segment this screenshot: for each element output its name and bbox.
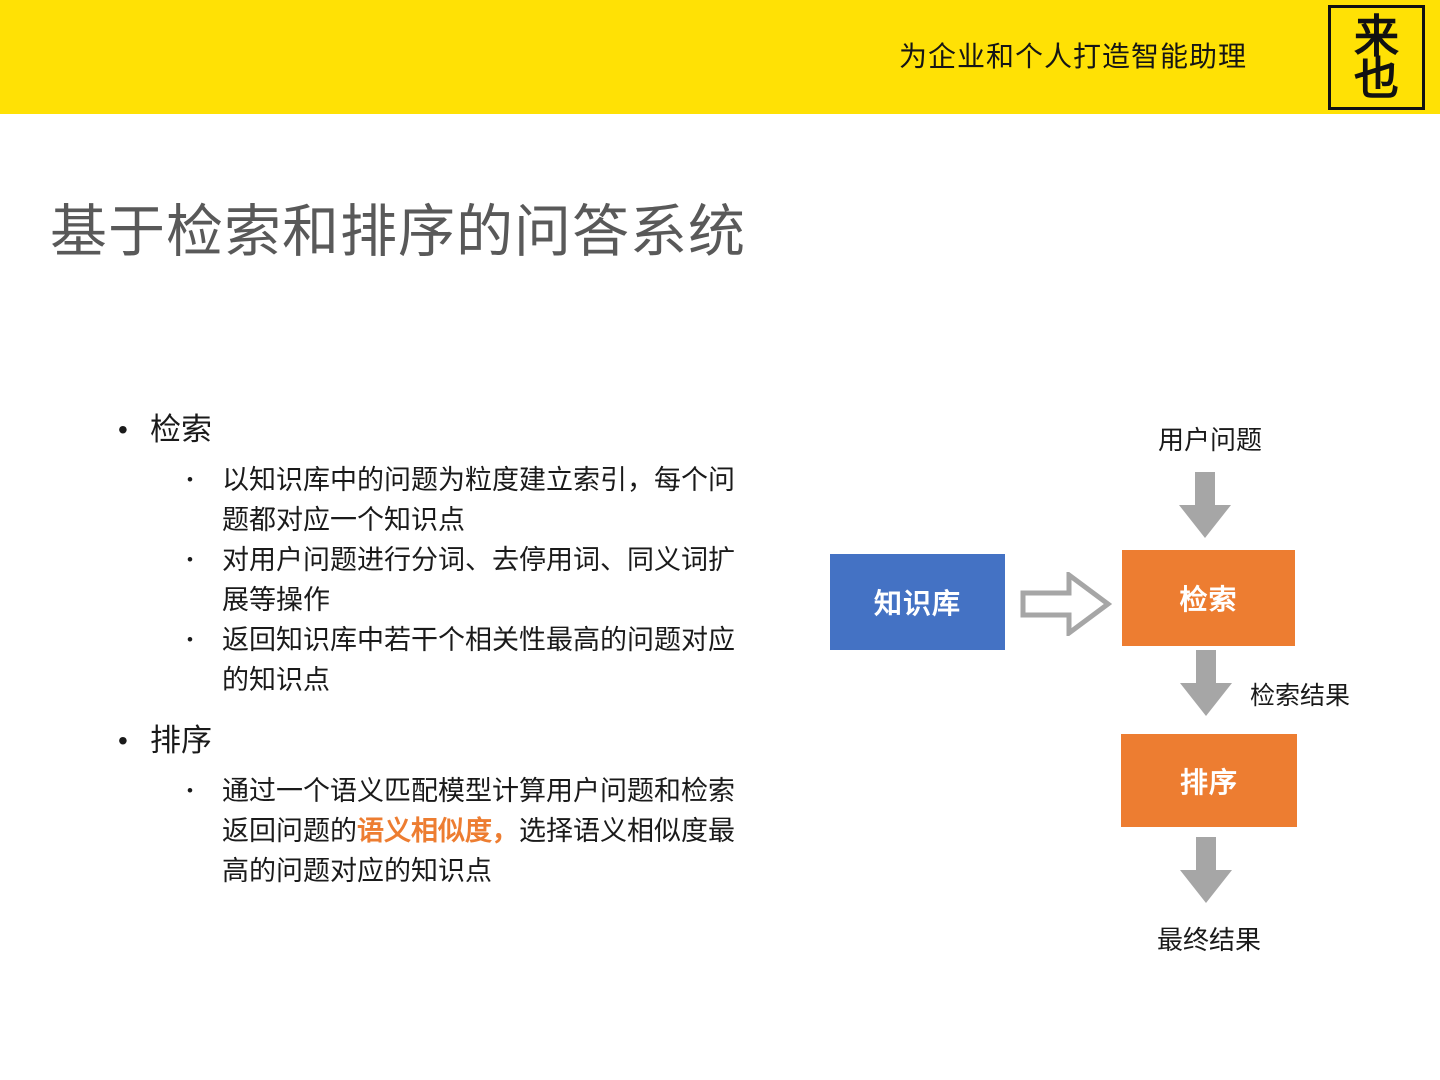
list-item: • 以知识库中的问题为粒度建立索引，每个问题都对应一个知识点 [187,460,768,540]
ranking-sublist: • 通过一个语义匹配模型计算用户问题和检索返回问题的语义相似度，选择语义相似度最… [118,771,768,891]
header-band: 为企业和个人打造智能助理 来 也 [0,0,1440,114]
bullet-heading-retrieval: • 检索 [118,408,768,452]
bullet-dot: • [118,725,128,756]
down-arrow-icon [1179,472,1231,538]
knowledge-base-box: 知识库 [830,554,1005,650]
bullet-heading-label: 排序 [150,723,212,758]
bullet-dot: • [187,781,193,800]
logo-char-bottom: 也 [1353,52,1399,104]
bullet-dot: • [187,550,193,569]
user-question-label: 用户问题 [1158,425,1263,455]
retrieval-result-label: 检索结果 [1250,682,1351,710]
down-arrow-icon [1180,650,1232,716]
list-item: • 对用户问题进行分词、去停用词、同义词扩展等操作 [187,540,768,620]
list-item-text: 通过一个语义匹配模型计算用户问题和检索返回问题的语义相似度，选择语义相似度最高的… [222,771,738,891]
final-result-label: 最终结果 [1157,925,1262,955]
bullet-content: • 检索 • 以知识库中的问题为粒度建立索引，每个问题都对应一个知识点 • 对用… [118,408,768,891]
list-item: • 通过一个语义匹配模型计算用户问题和检索返回问题的语义相似度，选择语义相似度最… [187,771,768,891]
right-arrow-icon [1020,572,1112,636]
bullet-dot: • [187,470,193,489]
logo-char-top: 来 [1353,10,1399,62]
bullet-heading-label: 检索 [150,412,212,447]
bullet-dot: • [187,630,193,649]
ranking-box: 排序 [1121,734,1297,827]
list-item-text: 返回知识库中若干个相关性最高的问题对应的知识点 [222,625,735,695]
highlighted-term: 语义相似度， [357,816,519,846]
page-title: 基于检索和排序的问答系统 [50,200,746,264]
list-item-text: 对用户问题进行分词、去停用词、同义词扩展等操作 [222,545,735,615]
retrieval-sublist: • 以知识库中的问题为粒度建立索引，每个问题都对应一个知识点 • 对用户问题进行… [118,460,768,700]
bullet-dot: • [118,414,128,445]
laiye-logo: 来 也 [1328,5,1425,110]
down-arrow-icon [1180,837,1232,903]
list-item: • 返回知识库中若干个相关性最高的问题对应的知识点 [187,620,768,700]
list-item-text: 以知识库中的问题为粒度建立索引，每个问题都对应一个知识点 [222,465,735,535]
bullet-heading-ranking: • 排序 [118,719,768,763]
header-tagline: 为企业和个人打造智能助理 [898,41,1247,72]
text-plain: 通过一个语义匹配模型计算用户问题和检索返回问题的 [222,776,735,846]
retrieval-box: 检索 [1122,550,1295,646]
text-plain: 选择语义相似度最高的问题对应的知识点 [222,816,735,886]
